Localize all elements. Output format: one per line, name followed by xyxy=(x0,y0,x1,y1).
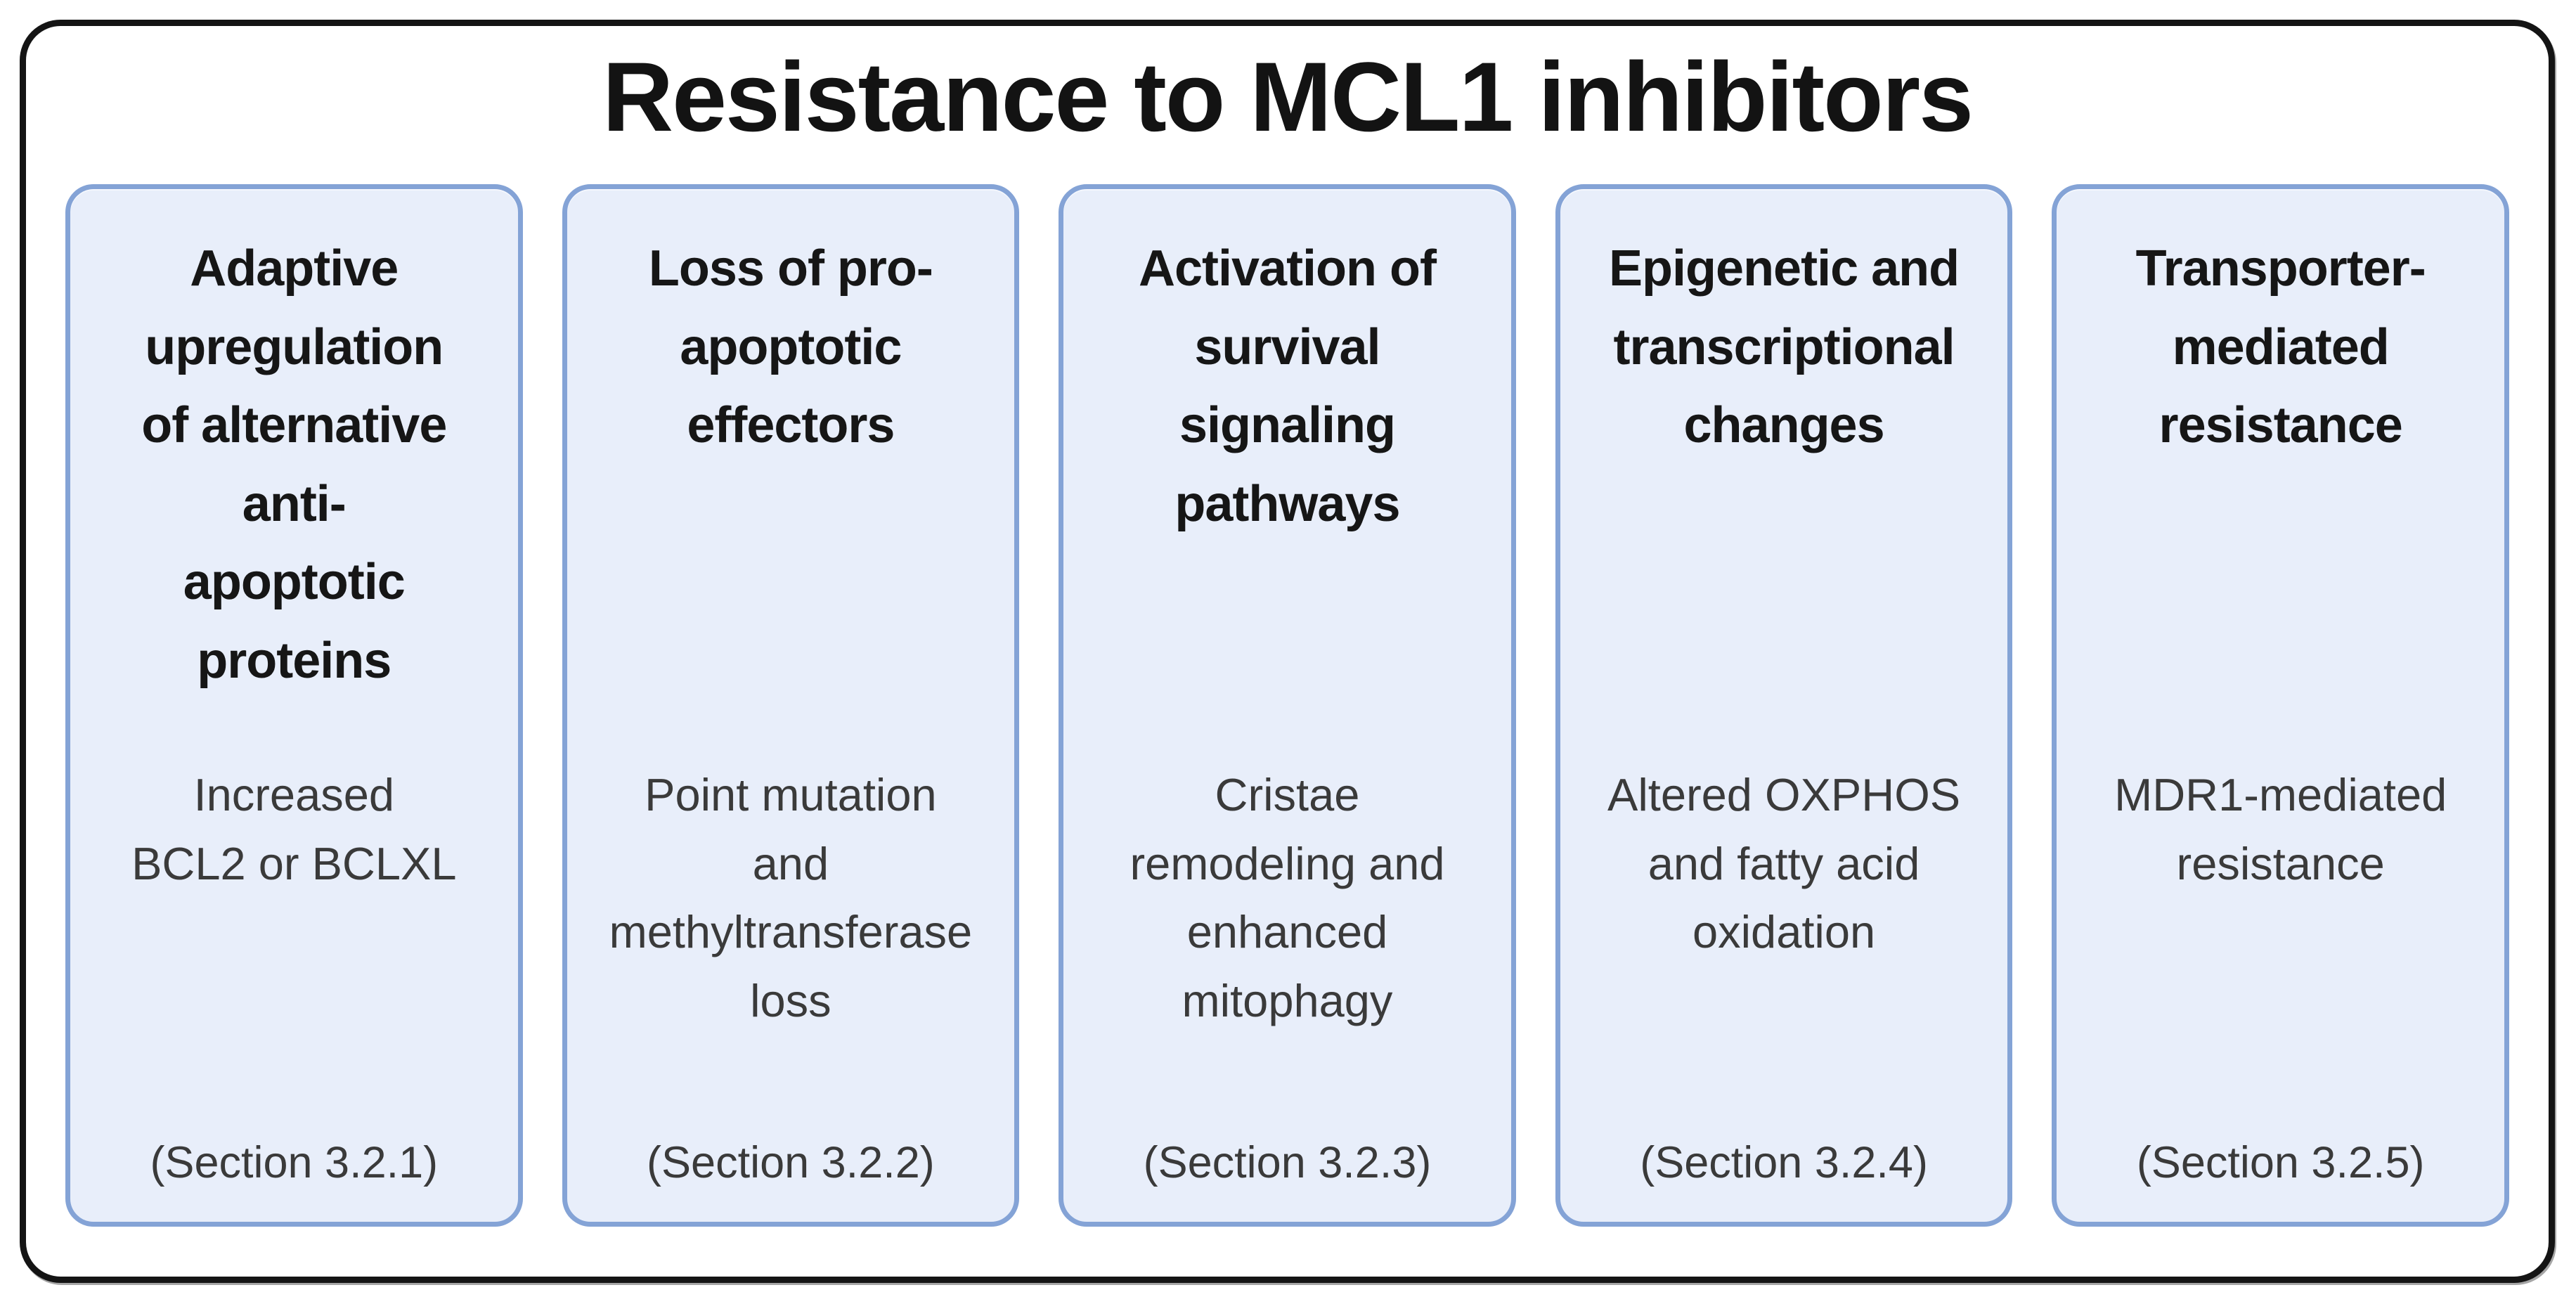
card-body: Cristae remodeling and enhanced mitophag… xyxy=(1130,769,1445,1026)
card-section-ref: (Section 3.2.2) xyxy=(647,1138,935,1187)
card-heading: Epigenetic and transcriptional changes xyxy=(1609,240,1960,454)
card-section-ref: (Section 3.2.4) xyxy=(1640,1138,1928,1187)
card-survival-signaling: Activation of survival signaling pathway… xyxy=(1059,184,1516,1227)
card-adaptive-upregulation: Adaptive upregulation of alternative ant… xyxy=(65,184,523,1227)
card-section-ref: (Section 3.2.3) xyxy=(1143,1138,1432,1187)
card-section-ref: (Section 3.2.5) xyxy=(2136,1138,2425,1187)
diagram-frame: Resistance to MCL1 inhibitors Adaptive u… xyxy=(20,20,2555,1283)
card-body: Increased BCL2 or BCLXL xyxy=(131,769,457,889)
card-heading: Adaptive upregulation of alternative ant… xyxy=(141,240,447,689)
card-loss-pro-apoptotic: Loss of pro- apoptotic effectors Point m… xyxy=(562,184,1020,1227)
card-heading: Activation of survival signaling pathway… xyxy=(1138,240,1437,532)
card-heading: Transporter- mediated resistance xyxy=(2135,240,2426,454)
diagram-title: Resistance to MCL1 inhibitors xyxy=(602,41,1974,152)
card-section-ref: (Section 3.2.1) xyxy=(150,1138,439,1187)
card-heading: Loss of pro- apoptotic effectors xyxy=(648,240,933,454)
card-body: Point mutation and methyltransferase los… xyxy=(609,769,973,1026)
card-body: Altered OXPHOS and fatty acid oxidation xyxy=(1607,769,1961,957)
card-body: MDR1-mediated resistance xyxy=(2114,769,2447,889)
cards-row: Adaptive upregulation of alternative ant… xyxy=(65,184,2509,1227)
card-transporter-mediated: Transporter- mediated resistance MDR1-me… xyxy=(2052,184,2509,1227)
card-epigenetic-transcriptional: Epigenetic and transcriptional changes A… xyxy=(1555,184,2013,1227)
